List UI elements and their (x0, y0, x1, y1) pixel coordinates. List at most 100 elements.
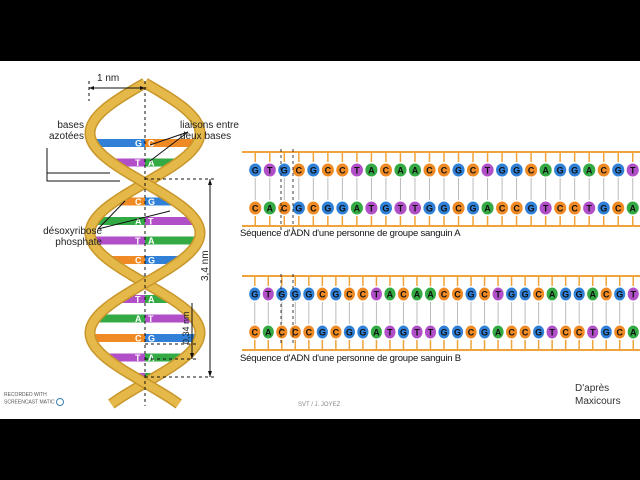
nucleotide-letter: G (281, 166, 288, 176)
nucleotide-letter: C (508, 328, 515, 338)
nucleotide-top (336, 163, 349, 177)
base-pair-left (91, 236, 145, 245)
nucleotide-letter: T (485, 166, 491, 176)
nucleotide-bottom (350, 201, 363, 215)
nucleotide-letter: T (428, 328, 434, 338)
nucleotide-letter: C (603, 290, 610, 300)
nucleotide-letter: G (305, 290, 312, 300)
nucleotide-bottom (533, 325, 545, 339)
record-icon (56, 398, 65, 406)
base-pair-left (108, 256, 145, 264)
bases-label: bases azotées (34, 120, 84, 142)
nucleotide-bottom (506, 325, 518, 339)
nucleotide-top (397, 287, 410, 301)
nucleotide-letter: C (383, 166, 390, 176)
nucleotide-letter: T (412, 204, 418, 214)
nucleotide-bottom (357, 325, 369, 339)
base-letter: A (148, 158, 155, 168)
base-letter: A (148, 295, 155, 305)
screencast-watermark: RECORDED WITH SCREENCAST MATIC (4, 392, 65, 406)
sequence-panel-a: GCTAGCCGGCCGCGTAATCGATATCGCGGCCGTAGCGCCG… (242, 151, 640, 227)
nucleotide-bottom (573, 325, 585, 339)
sugar-label: désoxyribose phosphate (22, 226, 102, 248)
nucleotide-letter: C (441, 290, 448, 300)
nucleotide-bottom (546, 325, 558, 339)
nucleotide-letter: G (470, 204, 477, 214)
base-letter: G (148, 256, 155, 266)
nucleotide-top (560, 287, 572, 301)
nucleotide-bottom (292, 201, 305, 215)
nucleotide-top (612, 163, 625, 177)
nucleotide-letter: T (398, 204, 404, 214)
nucleotide-bottom (466, 201, 480, 215)
nucleotide-letter: A (629, 204, 636, 214)
base-letter: C (148, 139, 155, 149)
nucleotide-letter: C (400, 290, 407, 300)
nucleotide-letter: C (600, 166, 607, 176)
nucleotide-letter: T (630, 290, 636, 300)
base-pair-left (92, 139, 145, 147)
base-pair-left (114, 197, 145, 206)
nucleotide-top (379, 163, 392, 177)
nucleotide-letter: C (576, 328, 583, 338)
nucleotide-letter: A (484, 204, 491, 214)
nucleotide-bottom (316, 325, 328, 339)
nucleotide-top (303, 287, 315, 301)
nucleotide-top (289, 287, 301, 301)
nucleotide-bottom (262, 325, 274, 339)
helix-strand-2 (85, 79, 205, 408)
nucleotide-letter: C (528, 166, 535, 176)
nucleotide-bottom (307, 201, 320, 215)
nucleotide-bottom (303, 325, 315, 339)
base-pair-left (93, 217, 145, 225)
nucleotide-top (626, 163, 639, 177)
nucleotide-letter: G (616, 290, 623, 300)
base-pair-right (145, 139, 198, 147)
nucleotide-top (546, 287, 558, 301)
nucleotide-bottom (560, 325, 572, 339)
nucleotide-letter: G (359, 328, 366, 338)
nucleotide-bottom (370, 325, 382, 339)
nucleotide-top (614, 287, 626, 301)
base-pair-left (105, 353, 145, 362)
nucleotide-letter: A (542, 166, 549, 176)
nucleotide-bottom (384, 325, 396, 339)
nucleotide-letter: A (495, 328, 502, 338)
nucleotide-letter: T (387, 328, 393, 338)
sequence-b-caption: Séquence d'ADN d'une personne de groupe … (240, 353, 461, 364)
nucleotide-letter: G (278, 290, 285, 300)
nucleotide-letter: G (535, 328, 542, 338)
nucleotide-letter: C (252, 328, 259, 338)
nucleotide-bottom (492, 325, 504, 339)
nucleotide-letter: G (615, 166, 622, 176)
nucleotide-letter: A (549, 290, 556, 300)
nucleotide-letter: G (440, 328, 447, 338)
nucleotide-letter: C (306, 328, 313, 338)
bonds-leader-2 (149, 131, 189, 162)
nucleotide-letter: A (589, 290, 596, 300)
nucleotide-letter: C (441, 166, 448, 176)
bases-label-text: bases azotées (48, 120, 84, 142)
nucleotide-letter: C (522, 328, 529, 338)
nucleotide-letter: T (266, 290, 272, 300)
base-letter: C (135, 197, 142, 207)
nucleotide-letter: G (522, 290, 529, 300)
nucleotide-top (519, 287, 531, 301)
nucleotide-top (292, 163, 305, 177)
nucleotide-letter: T (414, 328, 420, 338)
nucleotide-bottom (626, 201, 639, 215)
nucleotide-top (525, 163, 538, 177)
credit-text: SVT / J. JOYEZ (298, 402, 341, 408)
base-pair-right (145, 314, 195, 323)
nucleotide-top (357, 287, 369, 301)
nucleotide-top (394, 163, 407, 177)
nucleotide-letter: C (346, 290, 353, 300)
sequence-a-caption: Séquence d'ADN d'une personne de groupe … (240, 228, 461, 239)
nucleotide-letter: G (382, 204, 389, 214)
nucleotide-top (411, 287, 423, 301)
nucleotide-top (408, 163, 422, 177)
nucleotide-letter: C (333, 328, 340, 338)
nucleotide-letter: T (630, 166, 636, 176)
nucleotide-top (492, 287, 504, 301)
nucleotide-bottom (452, 201, 465, 215)
